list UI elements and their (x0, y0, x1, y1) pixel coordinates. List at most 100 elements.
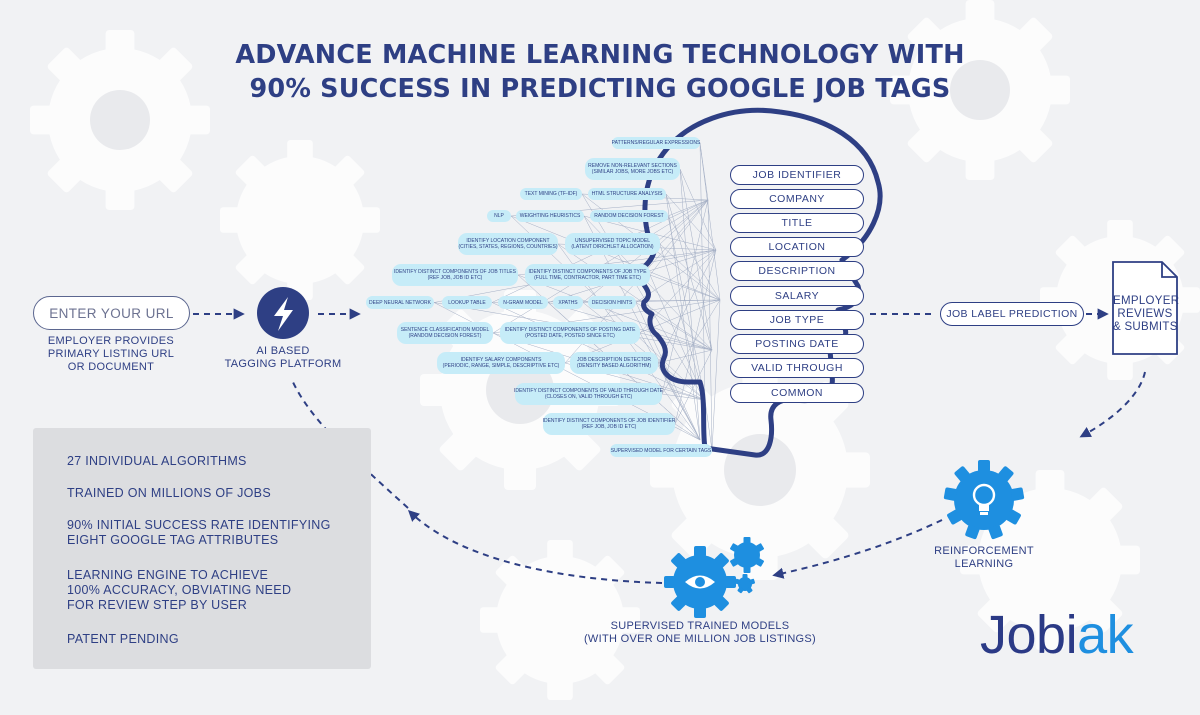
stat-line: TRAINED ON MILLIONS OF JOBS (67, 486, 271, 500)
connector-line (659, 199, 709, 245)
stat-item: TRAINED ON MILLIONS OF JOBS (67, 486, 271, 501)
algo-text: (REF JOB, JOB ID ETC) (427, 275, 483, 281)
tag-pill: DESCRIPTION (730, 261, 864, 281)
title-line-2: 90% SUCCESS IN PREDICTING GOOGLE JOB TAG… (249, 74, 951, 104)
algo-text: JOB DESCRIPTION DETECTOR (576, 357, 652, 363)
algo-text: SUPERVISED MODEL FOR CERTAIN TAGS (610, 447, 712, 454)
lightning-bolt-icon (257, 287, 309, 339)
algo-text: NLP (494, 213, 504, 219)
tag-pill: POSTING DATE (730, 334, 864, 354)
stat-line: LEARNING ENGINE TO ACHIEVE (67, 568, 269, 582)
connector-line (649, 274, 706, 401)
algorithm-bubble: REMOVE NON-RELEVANT SECTIONS(SIMILAR JOB… (585, 158, 680, 180)
algo-text: SENTENCE CLASSIFICATION MODEL (400, 327, 490, 333)
employer-line: REVIEWS (1117, 308, 1173, 320)
reinforcement-caption: REINFORCEMENT LEARNING (920, 545, 1048, 571)
platform-caption: AI BASED TAGGING PLATFORM (220, 345, 346, 371)
algorithm-bubble: HTML STRUCTURE ANALYSIS (588, 188, 666, 200)
algorithm-bubble: DECISION HINTS (588, 296, 636, 309)
tag-pill: TITLE (730, 213, 864, 233)
logo-part: Jobi (980, 605, 1078, 665)
algorithm-bubble: XPATHS (553, 296, 583, 309)
algorithm-bubble: IDENTIFY SALARY COMPONENTS(PERIODIC, RAN… (437, 352, 565, 374)
employer-line: EMPLOYER (1113, 295, 1180, 307)
tag-pill: JOB TYPE (730, 310, 864, 330)
tag-pill: COMMON (730, 383, 864, 403)
algorithm-bubble: SUPERVISED MODEL FOR CERTAIN TAGS (610, 444, 712, 457)
page-title: ADVANCE MACHINE LEARNING TECHNOLOGY WITH… (200, 38, 1000, 106)
algo-text: PATTERNS/REGULAR EXPRESSIONS (611, 140, 701, 146)
algo-text: IDENTIFY LOCATION COMPONENT (466, 238, 550, 244)
connector-line (639, 249, 717, 334)
document-icon (1112, 261, 1178, 355)
caption-line: (WITH OVER ONE MILLION JOB LISTINGS) (583, 633, 817, 645)
algorithm-bubble: JOB DESCRIPTION DETECTOR(DENSITY BASED A… (570, 352, 658, 374)
algo-text: (SIMILAR JOBS, MORE JOBS ETC) (591, 169, 674, 175)
algorithm-bubble: DEEP NEURAL NETWORK (366, 296, 434, 309)
algo-text: REMOVE NON-RELEVANT SECTIONS (588, 163, 677, 169)
tag-pill: COMPANY (730, 189, 864, 209)
algo-text: (FULL TIME, CONTRACTOR, PART TIME ETC) (534, 275, 641, 281)
connector-line (659, 243, 721, 301)
algo-text: DEEP NEURAL NETWORK (369, 299, 431, 306)
eye-gear-icon (664, 537, 764, 618)
algo-text: RANDOM DECISION FOREST (594, 213, 664, 219)
algorithm-bubble: IDENTIFY DISTINCT COMPONENTS OF JOB IDEN… (543, 413, 675, 435)
caption-line: EMPLOYER PROVIDES (47, 335, 175, 347)
algorithm-bubble: IDENTIFY DISTINCT COMPONENTS OF POSTING … (500, 322, 640, 344)
stat-line: 27 INDIVIDUAL ALGORITHMS (67, 454, 247, 468)
connector-line (649, 199, 709, 276)
caption-line: REINFORCEMENT (934, 545, 1034, 557)
tag-pill: LOCATION (730, 237, 864, 257)
algorithm-bubble: TEXT MINING (TF-IDF) (520, 188, 582, 200)
connector-line (707, 199, 713, 451)
algorithm-bubble: SENTENCE CLASSIFICATION MODEL(RANDOM DEC… (397, 322, 493, 344)
stat-item: PATENT PENDING (67, 632, 179, 647)
algo-text: IDENTIFY DISTINCT COMPONENTS OF POSTING … (504, 327, 636, 333)
connector-line (659, 243, 706, 401)
algo-text: IDENTIFY DISTINCT COMPONENTS OF JOB TITL… (394, 269, 516, 275)
connector-line (674, 349, 713, 425)
algo-text: (POSTED DATE, POSTED SINCE ETC) (525, 333, 615, 339)
arrow-supervised-to-stats (407, 510, 663, 584)
connector-line (639, 332, 713, 351)
job-label-prediction-pill: JOB LABEL PREDICTION (940, 302, 1084, 326)
employer-reviews-label: EMPLOYER REVIEWS & SUBMITS (1113, 295, 1180, 334)
stat-line: PATENT PENDING (67, 632, 179, 646)
employer-line: & SUBMITS (1113, 321, 1178, 333)
caption-line: PRIMARY LISTING URL (47, 348, 175, 360)
caption-line: TAGGING PLATFORM (224, 358, 342, 370)
algo-text: IDENTIFY SALARY COMPONENTS (460, 357, 542, 363)
caption-line: SUPERVISED TRAINED MODELS (610, 620, 790, 632)
caption-line: OR DOCUMENT (67, 361, 155, 373)
stats-panel: 27 INDIVIDUAL ALGORITHMS TRAINED ON MILL… (33, 428, 371, 669)
url-input-pill[interactable]: ENTER YOUR URL (33, 296, 190, 330)
connector-line (649, 274, 721, 301)
connector-line (661, 393, 706, 401)
algo-text: (PERIODIC, RANGE, SIMPLE, DESCRIPTIVE ET… (442, 363, 560, 369)
supervised-caption: SUPERVISED TRAINED MODELS (WITH OVER ONE… (560, 620, 840, 646)
algorithm-bubble: N-GRAM MODEL (498, 296, 548, 309)
algo-text: (RANDOM DECISION FOREST) (408, 333, 482, 339)
algo-text: LOOKUP TABLE (448, 299, 486, 306)
stat-item: 27 INDIVIDUAL ALGORITHMS (67, 454, 247, 469)
algo-text: N-GRAM MODEL (503, 299, 543, 306)
algorithm-bubble: UNSUPERVISED TOPIC MODEL(LATENT DIRICHLE… (565, 233, 660, 255)
algo-text: WEIGHTING HEURISTICS (519, 213, 581, 219)
algorithm-bubble: NLP (487, 210, 511, 222)
algo-text: IDENTIFY DISTINCT COMPONENTS OF VALID TH… (514, 388, 663, 394)
algo-text: TEXT MINING (TF-IDF) (524, 191, 578, 197)
connector-line (661, 199, 709, 395)
stat-line: 100% ACCURACY, OBVIATING NEED (67, 583, 292, 597)
stat-line: 90% INITIAL SUCCESS RATE IDENTIFYING (67, 518, 331, 532)
arrow-loop-to-platform (291, 379, 409, 509)
connector-line (711, 299, 721, 451)
algorithm-bubble: IDENTIFY LOCATION COMPONENT(CITIES, STAT… (458, 233, 558, 255)
caption-line: AI BASED (256, 345, 310, 357)
connector-line (674, 423, 701, 441)
logo-accent-part: ak (1077, 605, 1134, 665)
algorithm-bubble: IDENTIFY DISTINCT COMPONENTS OF JOB TITL… (392, 264, 518, 286)
connector-line (667, 199, 709, 217)
algorithm-bubble: PATTERNS/REGULAR EXPRESSIONS (612, 137, 700, 149)
